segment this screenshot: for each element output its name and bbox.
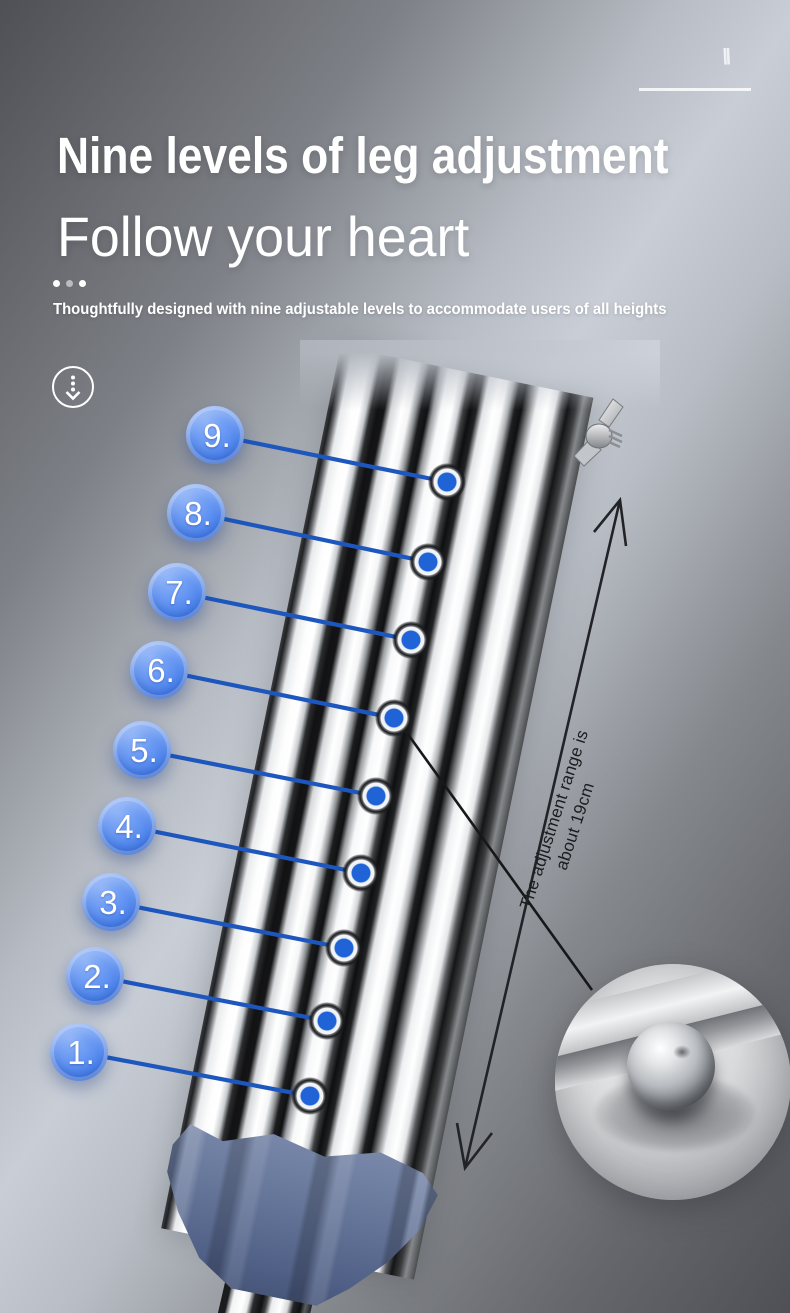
adjustment-hole-3 [325,929,363,967]
level-badge-2: 2. [66,947,124,1005]
decorative-slashes: \\ [720,44,731,69]
adjustment-hole-9 [428,463,466,501]
adjustment-hole-1 [291,1077,329,1115]
pole-top-fade [300,340,660,410]
level-badge-3: 3. [82,873,140,931]
decorative-dots [53,280,86,287]
level-badge-8: 8. [167,484,225,542]
wing-nut-icon [568,396,626,472]
page-title: Nine levels of leg adjustment [57,127,669,184]
adjustment-hole-4 [342,854,380,892]
level-badge-5: 5. [113,721,171,779]
zoom-detail-circle [555,964,790,1200]
adjustment-hole-5 [357,777,395,815]
page-description: Thoughtfully designed with nine adjustab… [53,301,667,318]
level-badge-9: 9. [186,406,244,464]
decorative-line [639,88,751,91]
adjustment-hole-6 [375,699,413,737]
page-subtitle: Follow your heart [57,205,470,268]
adjustment-hole-2 [308,1002,346,1040]
level-badge-1: 1. [50,1023,108,1081]
level-badge-4: 4. [98,797,156,855]
adjustment-range-note: The adjustment range is about 19cm [507,702,623,944]
level-badge-7: 7. [148,563,206,621]
scroll-down-icon [50,364,96,410]
adjustment-hole-7 [392,621,430,659]
spring-button-ball [627,1022,715,1110]
level-badge-6: 6. [130,641,188,699]
adjustment-hole-8 [409,543,447,581]
